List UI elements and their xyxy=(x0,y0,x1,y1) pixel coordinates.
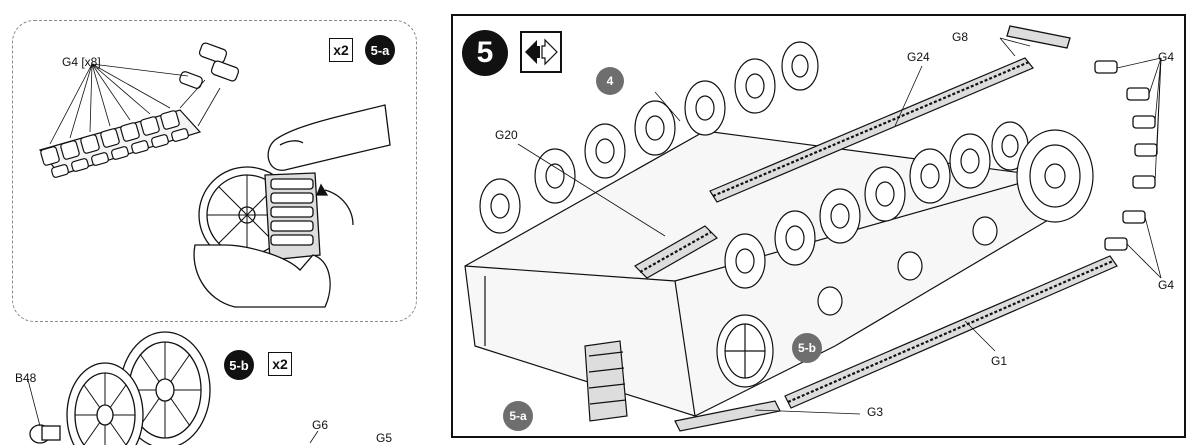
quantity-badge-5b: x2 xyxy=(268,352,292,376)
part-label-g4-bottom: G4 xyxy=(1158,278,1175,292)
step-callout-4: 4 xyxy=(596,67,624,95)
part-label-g1: G1 xyxy=(991,354,1008,368)
part-label-g6: G6 xyxy=(312,418,329,432)
part-label-g4x8: G4 [x8] xyxy=(62,55,101,69)
hand-assembling-track-illustration xyxy=(193,104,391,308)
step-badge-5a: 5-a xyxy=(365,35,395,65)
part-label-g8: G8 xyxy=(952,30,969,44)
part-leader-lines-5b xyxy=(309,430,319,444)
part-label-b48: B48 xyxy=(15,371,37,385)
step-callout-5b: 5-b xyxy=(792,333,822,363)
part-label-g3: G3 xyxy=(867,405,884,419)
step-5a-panel xyxy=(12,20,417,322)
tank-hull-suspension-illustration xyxy=(464,25,1162,432)
step-5-frame xyxy=(451,14,1186,438)
idler-wheel-parts-illustration xyxy=(27,331,211,445)
quantity-badge-5a: x2 xyxy=(329,38,353,62)
step-callout-5a: 5-a xyxy=(503,401,533,431)
part-label-g4-top: G4 xyxy=(1158,50,1175,64)
step-number-badge: 5 xyxy=(462,30,508,76)
part-label-g20: G20 xyxy=(495,128,518,142)
step-badge-5b: 5-b xyxy=(224,350,254,380)
part-label-g24: G24 xyxy=(907,50,930,64)
two-sided-arrow-icon xyxy=(520,31,562,73)
track-links-illustration xyxy=(38,42,240,178)
